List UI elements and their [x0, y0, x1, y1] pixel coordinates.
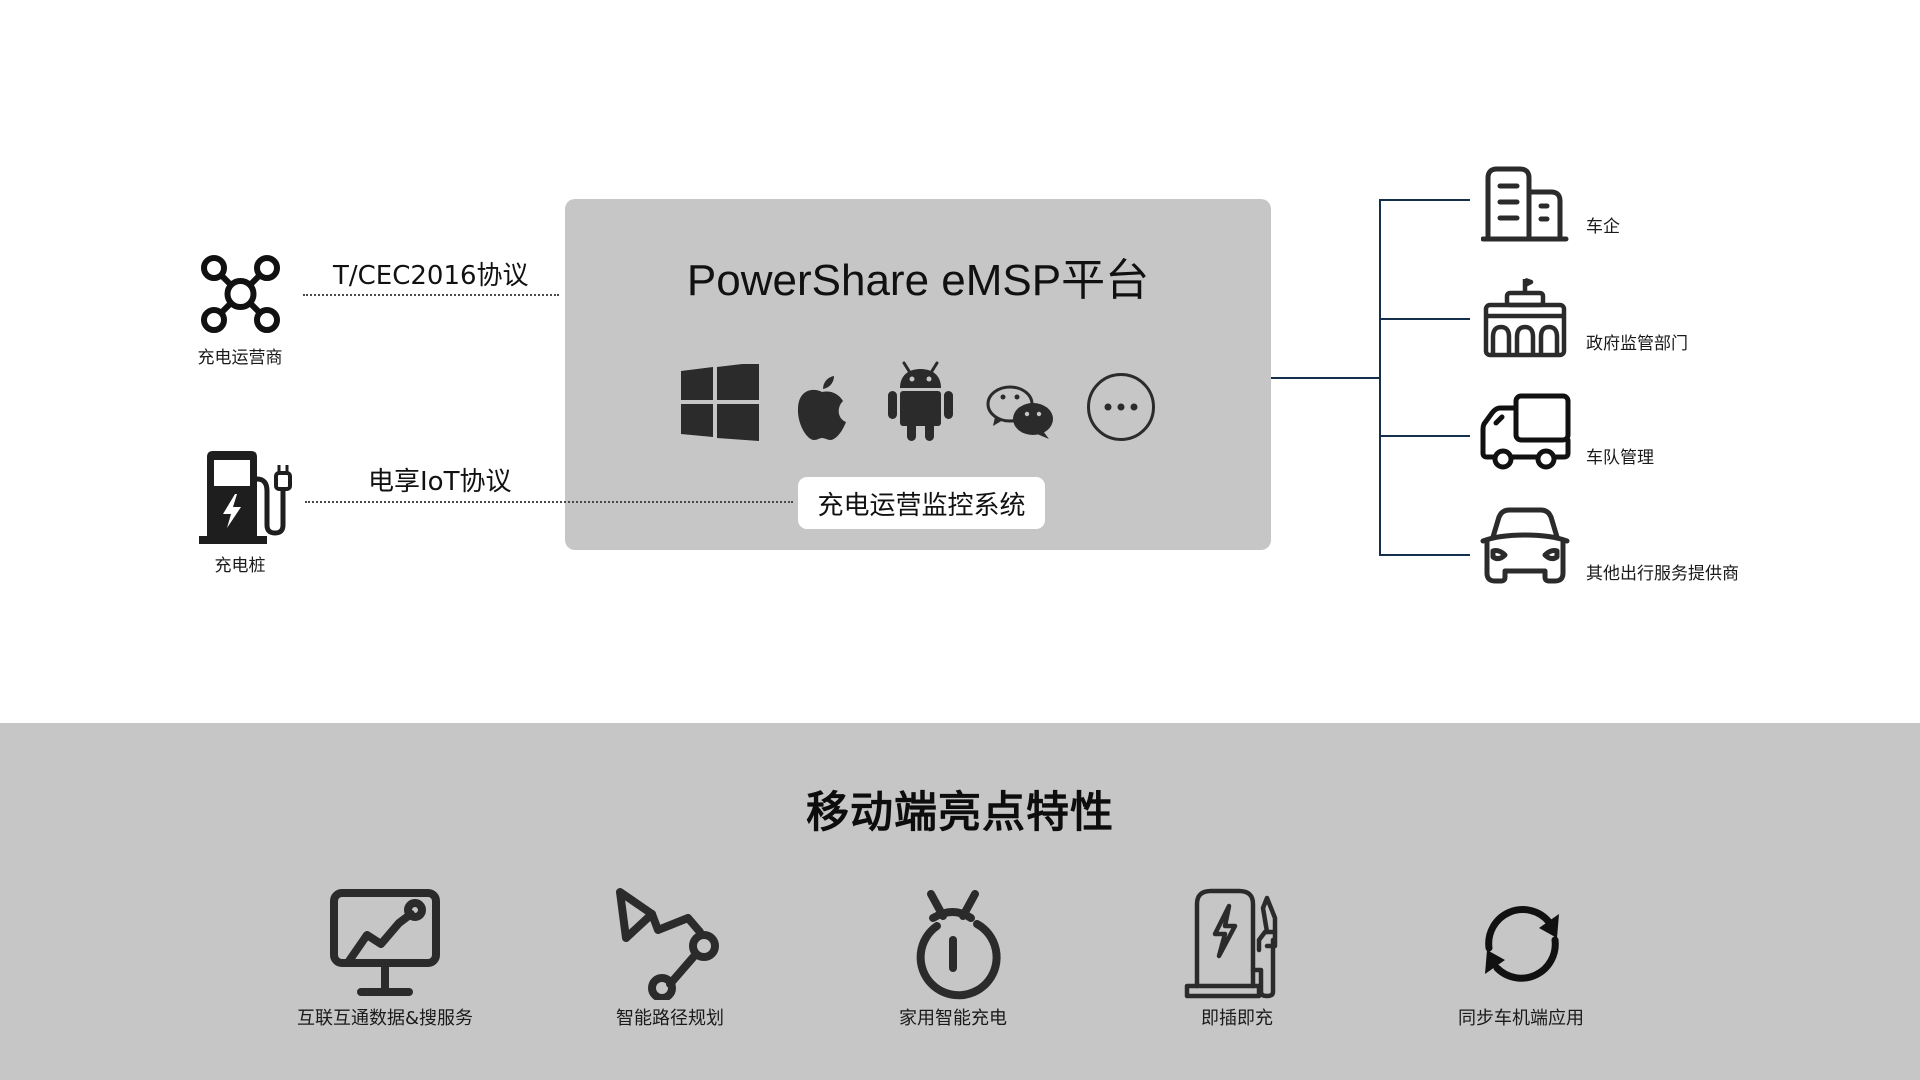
monitoring-system-box: 充电运营监控系统: [798, 477, 1045, 529]
more-icon: [1087, 373, 1155, 441]
feature-item-home-charging: 家用智能充电: [833, 888, 1073, 1030]
feature-item-route-planning: 智能路径规划: [550, 888, 790, 1030]
network-nodes-icon: [201, 255, 280, 333]
truck-icon: [1480, 393, 1571, 470]
android-icon: [888, 361, 953, 441]
route-icon: [616, 888, 719, 1000]
apple-icon: [797, 376, 846, 440]
car-icon: [1480, 507, 1570, 584]
highlights-section: [0, 723, 1920, 1080]
connector-line-iot: [305, 501, 793, 503]
government-building-icon: [1483, 277, 1567, 358]
tree-branch-1: [1379, 199, 1470, 201]
tree-branch-4: [1379, 554, 1470, 556]
feature-label: 家用智能充电: [899, 1008, 1007, 1029]
sync-icon: [1485, 906, 1559, 982]
windows-icon: [681, 364, 759, 441]
tree-trunk-line: [1271, 377, 1381, 379]
buildings-icon: [1481, 166, 1569, 242]
monitor-chart-icon: [330, 889, 440, 996]
feature-item-sync-app: 同步车机端应用: [1401, 888, 1641, 1030]
tree-spine-line: [1379, 199, 1381, 556]
connector-line-tcec: [303, 294, 559, 296]
feature-label: 智能路径规划: [616, 1008, 724, 1029]
feature-label: 互联互通数据&搜服务: [296, 1008, 474, 1029]
target-label-government: 政府监管部门: [1586, 334, 1688, 354]
protocol-label-tcec: T/CEC2016协议: [333, 261, 529, 291]
feature-label: 同步车机端应用: [1458, 1008, 1584, 1029]
feature-label: 即插即充: [1201, 1008, 1273, 1029]
target-label-mobility: 其他出行服务提供商: [1586, 564, 1739, 584]
home-charger-icon: [916, 890, 1001, 1000]
target-label-fleet: 车队管理: [1586, 448, 1654, 468]
target-label-automaker: 车企: [1586, 217, 1620, 237]
protocol-label-iot: 电享IoT协议: [368, 467, 512, 497]
platform-title: PowerShare eMSP平台: [686, 256, 1150, 305]
source-label-pile: 充电桩: [214, 556, 266, 576]
feature-item-data-search: 互联互通数据&搜服务: [265, 888, 505, 1030]
wechat-icon: [986, 385, 1053, 439]
charging-station-icon: [1184, 888, 1278, 999]
charging-pile-icon: [199, 451, 292, 544]
highlights-title: 移动端亮点特性: [806, 788, 1114, 838]
monitoring-system-label: 充电运营监控系统: [817, 490, 1026, 521]
feature-item-plug-and-charge: 即插即充: [1117, 888, 1357, 1030]
tree-branch-3: [1379, 435, 1470, 437]
source-label-operator: 充电运营商: [197, 348, 283, 368]
tree-branch-2: [1379, 318, 1470, 320]
